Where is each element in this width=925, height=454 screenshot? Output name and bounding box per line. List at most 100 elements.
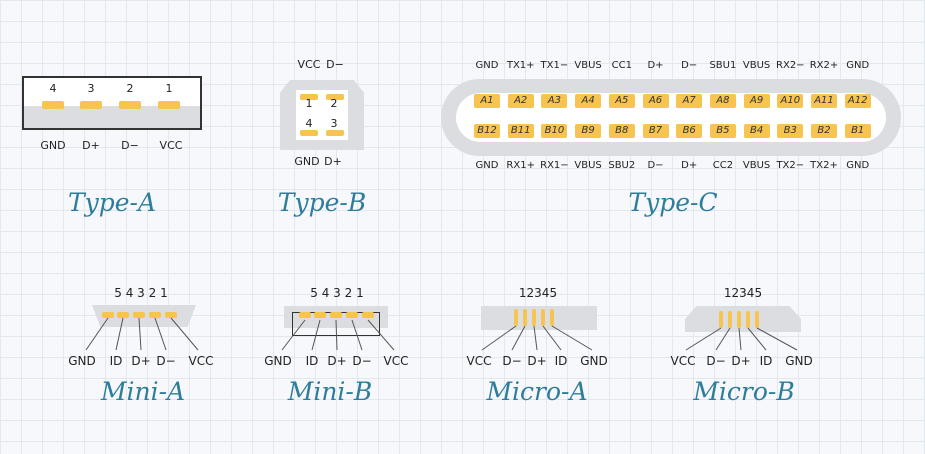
micro-a-pin-label: ID: [554, 354, 568, 368]
mini-b-pin-label: D−: [352, 354, 372, 368]
micro-a-pin: [550, 309, 554, 326]
type-c-top-label: D−: [681, 60, 698, 71]
type-c-pin-a: A2: [507, 94, 534, 108]
micro-a-housing: [481, 306, 597, 330]
micro-b-pin-label: GND: [785, 354, 813, 368]
micro-b-pin: [728, 311, 732, 328]
mini-a-pin-label: D−: [156, 354, 176, 368]
type-a-title: Type-A: [67, 188, 157, 217]
type-c-bottom-label: GND: [475, 160, 499, 171]
type-c-pin-b: B10: [541, 124, 568, 138]
micro-b-pin: [746, 311, 750, 328]
type-c-pin-b: B7: [642, 124, 669, 138]
type-c-pin-a: A5: [608, 94, 635, 108]
type-c-pin-b: B2: [811, 124, 837, 138]
micro-a-pin: [514, 309, 518, 326]
type-c-bottom-label: GND: [846, 160, 870, 171]
type-c-title: Type-C: [628, 188, 718, 217]
type-c-bottom-label: RX1−: [540, 160, 569, 171]
type-c-pin-a: A6: [642, 94, 669, 108]
type-c-pin-a: A10: [777, 94, 804, 108]
type-c-top-label: VBUS: [742, 60, 771, 71]
mini-b-pin-label: GND: [264, 354, 292, 368]
type-c-top-label: RX2−: [776, 60, 805, 71]
type-c-top-label: TX1−: [540, 60, 569, 71]
mini-b-pin: [314, 312, 326, 318]
micro-b-pin-label: D−: [706, 354, 726, 368]
type-b-pin-number: 4: [305, 117, 313, 130]
type-c-top-label: GND: [846, 60, 870, 71]
mini-b-pin-label: VCC: [383, 354, 409, 368]
type-c-pin-b: B3: [777, 124, 804, 138]
type-c-pin-a: A11: [811, 94, 837, 108]
type-a-pin-label: GND: [40, 139, 66, 152]
micro-a-pin-label: D−: [502, 354, 522, 368]
type-b-title: Type-B: [277, 188, 367, 217]
micro-a-pin-numbers: 12345: [518, 286, 558, 300]
mini-a-pin: [102, 312, 114, 318]
micro-a-title: Micro-A: [486, 377, 588, 406]
micro-b-pin-label: ID: [759, 354, 773, 368]
type-b-bottom-label: GND: [294, 155, 320, 168]
type-c-bottom-label: TX2−: [776, 160, 805, 171]
mini-b-title: Mini-B: [287, 377, 373, 406]
type-b-top-label: VCC: [297, 58, 321, 71]
type-c-bottom-label: TX2+: [810, 160, 838, 171]
type-b-pin: [326, 130, 344, 136]
mini-a-title: Mini-A: [100, 377, 186, 406]
micro-b-pin: [719, 311, 723, 328]
mini-b-pin: [330, 312, 342, 318]
micro-b-pin: [737, 311, 741, 328]
type-c-pin-b: B1: [844, 124, 871, 138]
mini-a-pin: [165, 312, 177, 318]
type-c-pin-a: A3: [541, 94, 568, 108]
micro-a-pin-label: VCC: [466, 354, 492, 368]
mini-a-pin-label: VCC: [188, 354, 214, 368]
type-c-pin-a: A8: [709, 94, 736, 108]
type-c-pin-b: B6: [676, 124, 703, 138]
type-a-pin-number: 1: [165, 82, 173, 95]
type-c-pin-a: A12: [844, 94, 871, 108]
type-b-pin-number: 2: [330, 97, 338, 110]
mini-b-pin-label: ID: [305, 354, 319, 368]
type-c-pin-b: B8: [608, 124, 635, 138]
type-a-pin: [119, 101, 141, 109]
micro-a-pin-label: D+: [527, 354, 547, 368]
type-c-top-label: TX1+: [506, 60, 535, 71]
type-c-pin-b: B5: [709, 124, 736, 138]
type-c-pin-b: B12: [474, 124, 500, 138]
type-c-pin-a: A9: [743, 94, 770, 108]
micro-a-pin: [541, 309, 545, 326]
mini-a-pin: [133, 312, 145, 318]
micro-b-pin: [755, 311, 759, 328]
mini-b-pin-numbers: 5 4 3 2 1: [310, 286, 364, 300]
type-c-bottom-label: VBUS: [742, 160, 771, 171]
type-a-pin-number: 2: [126, 82, 134, 95]
type-c-bottom-label: D−: [647, 160, 664, 171]
type-a-pin-label: D+: [82, 139, 100, 152]
type-a-pin-label: D−: [121, 139, 139, 152]
mini-a-pin-numbers: 5 4 3 2 1: [114, 286, 168, 300]
mini-a-pin: [117, 312, 129, 318]
type-c-bottom-label: CC2: [712, 160, 734, 171]
type-c-pin-b: B4: [743, 124, 770, 138]
type-c-top-label: RX2+: [809, 60, 839, 71]
type-b-pin: [326, 94, 344, 100]
mini-b-pin-label: D+: [327, 354, 347, 368]
type-c-pin-b: B9: [575, 124, 602, 138]
mini-b-pin: [362, 312, 374, 318]
micro-b-pin-label: D+: [731, 354, 751, 368]
type-a-tongue: [24, 106, 200, 128]
type-c-bottom-label: SBU2: [608, 160, 636, 171]
mini-a-pin-label: GND: [68, 354, 96, 368]
mini-b-pin: [299, 312, 311, 318]
micro-b-pin-numbers: 12345: [723, 286, 763, 300]
micro-b-title: Micro-B: [693, 377, 795, 406]
type-c-bottom-label: RX1+: [506, 160, 535, 171]
type-b-pin-number: 1: [305, 97, 313, 110]
type-b-top-label: D−: [326, 58, 344, 71]
mini-b-pin: [346, 312, 358, 318]
